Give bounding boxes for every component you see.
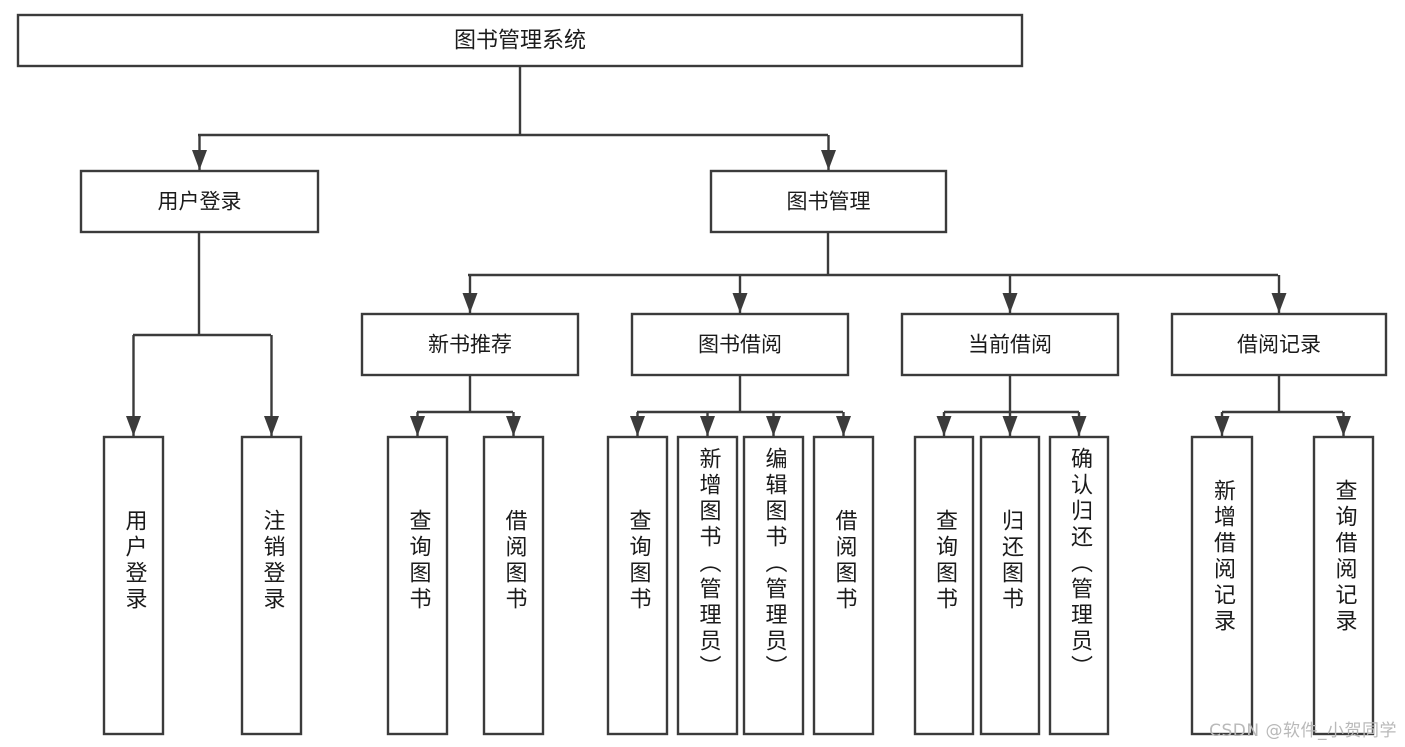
node-box[interactable] bbox=[606, 435, 669, 736]
node-box[interactable] bbox=[482, 435, 545, 736]
node-leaf-leaf-add-book[interactable] bbox=[676, 435, 739, 736]
arrow-head-icon-leaf-borrow-book-rec bbox=[506, 416, 521, 436]
node-leaf-leaf-logout[interactable] bbox=[240, 435, 303, 736]
connectors-layer bbox=[126, 66, 1351, 436]
node-leaf-leaf-borrow-book[interactable] bbox=[812, 435, 875, 736]
arrow-head-icon-leaf-query-book-cur bbox=[936, 416, 952, 436]
arrow-head-icon-current-borrow bbox=[1002, 293, 1018, 313]
node-leaf-leaf-confirm-return[interactable] bbox=[1048, 435, 1110, 736]
node-leaf-leaf-query-record[interactable] bbox=[1312, 435, 1375, 736]
node-box[interactable] bbox=[1048, 435, 1110, 736]
node-label: 借阅记录 bbox=[1237, 333, 1321, 357]
node-level2-book-manage[interactable]: 图书管理 bbox=[709, 169, 948, 234]
arrow-head-icon-borrow-record bbox=[1271, 293, 1287, 313]
node-box[interactable] bbox=[979, 435, 1041, 736]
arrow-head-icon-leaf-edit-book bbox=[766, 416, 781, 436]
node-label: 图书管理系统 bbox=[454, 29, 586, 54]
node-box[interactable] bbox=[1312, 435, 1375, 736]
arrow-head-icon-leaf-query-book-borrow bbox=[630, 416, 645, 436]
node-level2-user-login[interactable]: 用户登录 bbox=[79, 169, 320, 234]
arrow-head-icon-leaf-confirm-return bbox=[1071, 416, 1087, 436]
node-level3-borrow-record[interactable]: 借阅记录 bbox=[1170, 312, 1388, 377]
node-label: 图书借阅 bbox=[698, 333, 782, 357]
node-box[interactable] bbox=[900, 312, 1120, 377]
node-level3-book-borrow[interactable]: 图书借阅 bbox=[630, 312, 850, 377]
node-label: 当前借阅 bbox=[968, 333, 1052, 357]
watermark-text: CSDN @软件_小贺同学 bbox=[1209, 721, 1397, 741]
arrow-head-icon-leaf-return-book bbox=[1002, 416, 1018, 436]
node-leaf-leaf-user-login[interactable] bbox=[102, 435, 165, 736]
arrow-head-icon-leaf-borrow-book bbox=[836, 416, 851, 436]
node-label: 新书推荐 bbox=[428, 333, 512, 357]
node-box[interactable] bbox=[102, 435, 165, 736]
arrow-head-icon-book-borrow bbox=[732, 293, 748, 313]
arrow-head-icon-leaf-user-login bbox=[126, 416, 141, 436]
node-leaf-leaf-query-book-cur[interactable] bbox=[913, 435, 975, 736]
node-level3-current-borrow[interactable]: 当前借阅 bbox=[900, 312, 1120, 377]
arrow-head-icon-leaf-query-book-rec bbox=[410, 416, 425, 436]
node-box[interactable] bbox=[676, 435, 739, 736]
arrow-head-icon-book-manage bbox=[821, 150, 836, 170]
node-leaf-leaf-add-record[interactable] bbox=[1190, 435, 1254, 736]
node-box[interactable] bbox=[386, 435, 449, 736]
arrow-head-icon-leaf-query-record bbox=[1336, 416, 1351, 436]
node-label: 图书管理 bbox=[787, 190, 871, 214]
node-box[interactable] bbox=[630, 312, 850, 377]
node-box[interactable] bbox=[1190, 435, 1254, 736]
node-box[interactable] bbox=[742, 435, 805, 736]
node-leaf-leaf-edit-book[interactable] bbox=[742, 435, 805, 736]
node-box[interactable] bbox=[1170, 312, 1388, 377]
node-box[interactable] bbox=[16, 13, 1024, 68]
node-box[interactable] bbox=[709, 169, 948, 234]
arrow-head-icon-leaf-add-record bbox=[1214, 416, 1230, 436]
node-label: 用户登录 bbox=[158, 190, 242, 214]
node-box[interactable] bbox=[913, 435, 975, 736]
node-box[interactable] bbox=[812, 435, 875, 736]
node-root-root[interactable]: 图书管理系统 bbox=[16, 13, 1024, 68]
node-box[interactable] bbox=[240, 435, 303, 736]
arrow-head-icon-new-book-rec bbox=[462, 293, 478, 313]
node-box[interactable] bbox=[360, 312, 580, 377]
node-box[interactable] bbox=[79, 169, 320, 234]
node-leaf-leaf-query-book-borrow[interactable] bbox=[606, 435, 669, 736]
node-leaf-leaf-query-book-rec[interactable] bbox=[386, 435, 449, 736]
node-leaf-leaf-borrow-book-rec[interactable] bbox=[482, 435, 545, 736]
node-leaf-leaf-return-book[interactable] bbox=[979, 435, 1041, 736]
arrow-head-icon-leaf-logout bbox=[264, 416, 279, 436]
arrow-head-icon-leaf-add-book bbox=[700, 416, 715, 436]
arrow-head-icon-user-login bbox=[192, 150, 207, 170]
node-level3-new-book-rec[interactable]: 新书推荐 bbox=[360, 312, 580, 377]
